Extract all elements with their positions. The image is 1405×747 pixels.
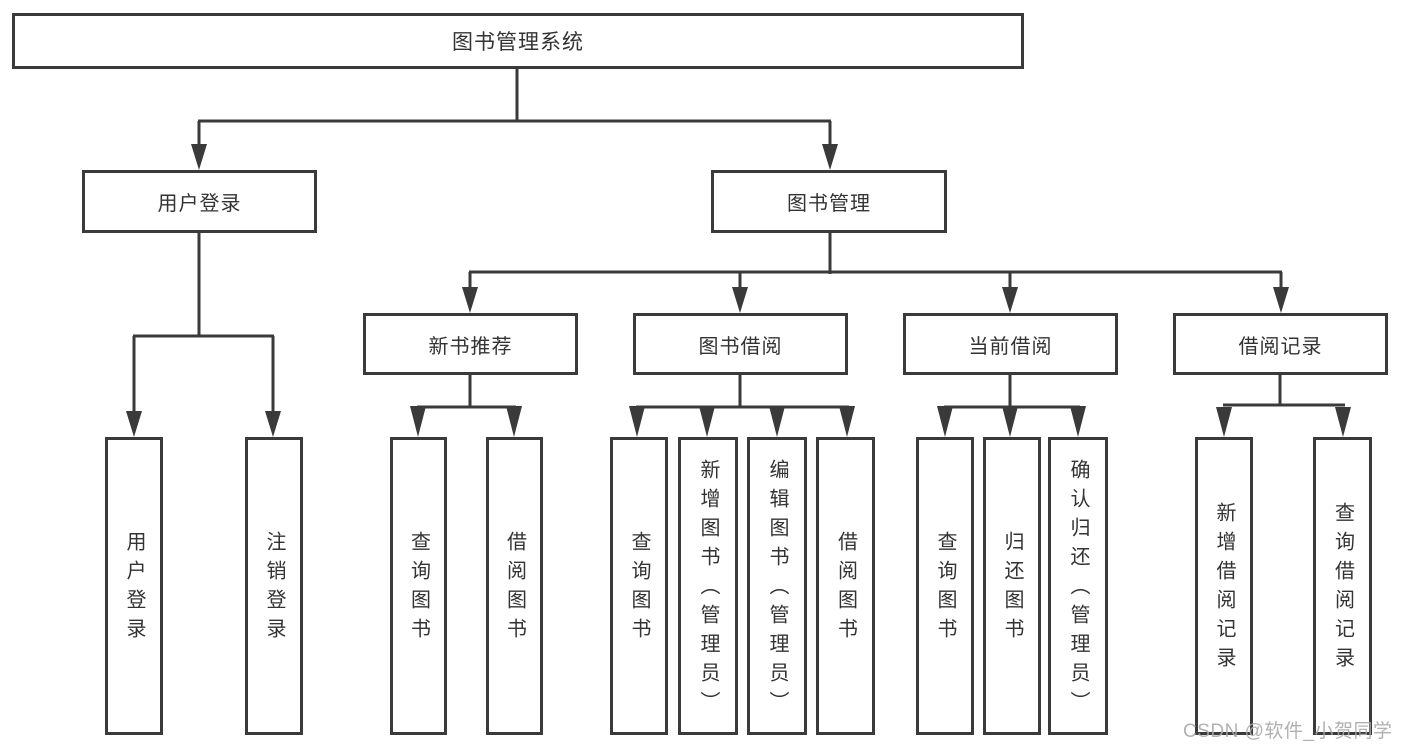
leaf-newbook-query-books: 查询图书 <box>390 437 447 735</box>
leaf-current-return-books: 归还图书 <box>983 437 1041 735</box>
arrow-down-icons <box>126 144 1351 437</box>
leaf-records-add-record: 新增借阅记录 <box>1195 437 1253 735</box>
watermark: CSDN @软件_小贺同学 <box>1183 721 1393 742</box>
leaf-newbook-borrow-books: 借阅图书 <box>486 437 543 735</box>
leaf-borrow-borrow-books: 借阅图书 <box>816 437 875 735</box>
leaf-logout: 注销登录 <box>245 437 303 735</box>
node-borrow-records: 借阅记录 <box>1173 313 1388 375</box>
leaf-current-query-books: 查询图书 <box>916 437 974 735</box>
node-root: 图书管理系统 <box>12 13 1024 69</box>
node-book-management: 图书管理 <box>711 170 947 233</box>
leaf-borrow-query-books: 查询图书 <box>610 437 668 735</box>
node-book-borrow: 图书借阅 <box>633 313 848 375</box>
node-current-borrow: 当前借阅 <box>903 313 1118 375</box>
leaf-records-query-record: 查询借阅记录 <box>1313 437 1372 735</box>
leaf-user-login: 用户登录 <box>105 437 163 735</box>
leaf-borrow-add-books-admin: 新增图书（管理员） <box>678 437 738 735</box>
leaf-borrow-edit-books-admin: 编辑图书（管理员） <box>747 437 807 735</box>
node-new-book-recommend: 新书推荐 <box>363 313 578 375</box>
node-user-login: 用户登录 <box>82 170 317 233</box>
leaf-current-confirm-return-admin: 确认归还（管理员） <box>1048 437 1108 735</box>
